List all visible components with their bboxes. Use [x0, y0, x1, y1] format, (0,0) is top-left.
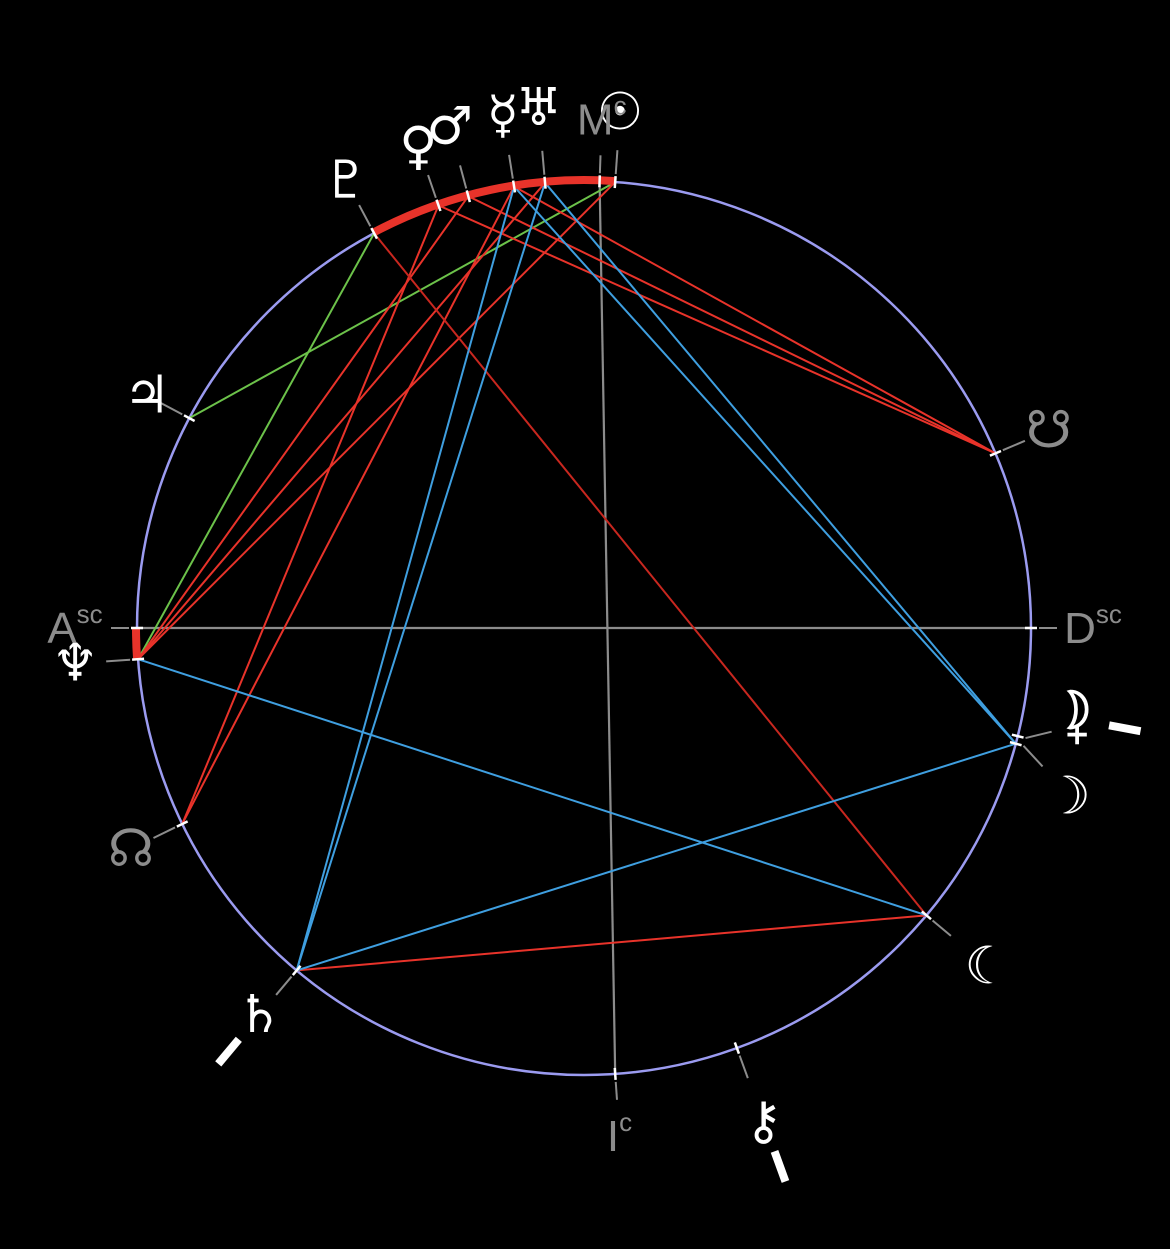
- mercury-leader: [508, 154, 514, 179]
- conjunction-arc-0: [371, 176, 616, 236]
- proserpina-glyph-icon: ⯝: [1062, 689, 1093, 749]
- ic-label: Ic: [607, 1107, 632, 1161]
- mercury-glyph-icon: ☿: [487, 85, 519, 145]
- blackmoon-glyph-icon: ☾: [964, 937, 1011, 997]
- mc-leader: [598, 155, 602, 174]
- jupiter-glyph-icon: ♃: [124, 366, 171, 426]
- aspect-mars-southnode: [467, 195, 996, 455]
- jupiter-tick: [183, 414, 196, 423]
- position-ticks: [106, 150, 1057, 1100]
- neptune-leader: [106, 658, 131, 663]
- axis-mc-ic: [598, 181, 617, 1074]
- saturn-glyph-icon: ♄: [236, 985, 283, 1045]
- uranus-tick: [543, 176, 547, 189]
- ic-leader: [614, 1081, 618, 1100]
- saturn-leader: [275, 975, 293, 996]
- aspect-venus-northnode: [181, 204, 440, 825]
- venus-glyph-icon: ♀: [399, 117, 437, 177]
- aspect-mercury-northnode: [181, 186, 515, 825]
- dsc-label: Dsc: [1064, 599, 1122, 653]
- pluto-leader: [358, 204, 372, 227]
- chiron-leader: [738, 1055, 749, 1079]
- aspect-saturn-blackmoon: [296, 914, 927, 972]
- proserpina-retrograde-mark: [1108, 721, 1142, 736]
- aspect-mars-neptune: [137, 195, 470, 660]
- aspect-mercury-southnode: [513, 185, 996, 455]
- neptune-glyph-icon: ♆: [52, 634, 99, 694]
- moon-leader: [1022, 745, 1044, 768]
- northnode-glyph-icon: ☊: [108, 819, 154, 879]
- chiron-retrograde-mark: [770, 1150, 790, 1183]
- pluto-tick: [370, 227, 379, 240]
- aspect-uranus-moon: [544, 182, 1017, 745]
- southnode-glyph-icon: ☋: [1026, 401, 1072, 461]
- aspect-uranus-neptune: [137, 182, 546, 660]
- ic-tick: [613, 1067, 617, 1080]
- pluto-glyph-icon: ♇: [323, 150, 370, 210]
- mars-tick: [465, 190, 472, 203]
- mars-glyph-icon: ♂: [426, 97, 473, 157]
- blackmoon-leader: [931, 919, 952, 937]
- moon-tick: [1009, 740, 1022, 747]
- saturn-retrograde-mark: [215, 1036, 242, 1067]
- proserpina-leader: [1025, 730, 1052, 740]
- sun-glyph-icon: ☉: [597, 82, 644, 142]
- sun-tick: [613, 176, 617, 189]
- blackmoon-tick: [921, 910, 932, 921]
- angle-axes: [137, 181, 1031, 1074]
- aspect-lines: [137, 181, 1017, 972]
- jupiter-leader: [160, 402, 183, 416]
- mars-leader: [459, 165, 468, 189]
- sun-leader: [614, 150, 619, 175]
- venus-leader: [427, 174, 437, 199]
- chiron-glyph-icon: ⚷: [745, 1091, 783, 1151]
- aspect-saturn-moon: [296, 742, 1017, 972]
- mc-label: Mc: [577, 90, 627, 143]
- neptune-tick: [132, 657, 145, 661]
- aspect-pluto-neptune: [137, 232, 376, 660]
- aspect-neptune-blackmoon: [137, 658, 927, 917]
- chiron-tick: [733, 1041, 741, 1055]
- aspect-uranus-saturn: [295, 182, 546, 971]
- asc-label: Asc: [47, 599, 102, 653]
- aspect-sun-neptune: [137, 181, 616, 660]
- moon-glyph-icon: ☽: [1044, 766, 1091, 826]
- aspect-mercury-saturn: [295, 186, 516, 971]
- saturn-tick: [291, 965, 302, 976]
- northnode-leader: [153, 826, 176, 839]
- aspect-mercury-moon: [513, 185, 1017, 745]
- aspect-venus-southnode: [438, 204, 996, 455]
- northnode-tick: [176, 820, 189, 828]
- southnode-tick: [989, 449, 1002, 457]
- mercury-tick: [511, 180, 517, 193]
- uranus-leader: [541, 150, 546, 175]
- conjunction-arc-1: [132, 627, 142, 660]
- uranus-glyph-icon: ♅: [515, 78, 562, 138]
- southnode-leader: [1002, 439, 1026, 452]
- venus-tick: [435, 199, 442, 212]
- proserpina-tick: [1011, 733, 1024, 739]
